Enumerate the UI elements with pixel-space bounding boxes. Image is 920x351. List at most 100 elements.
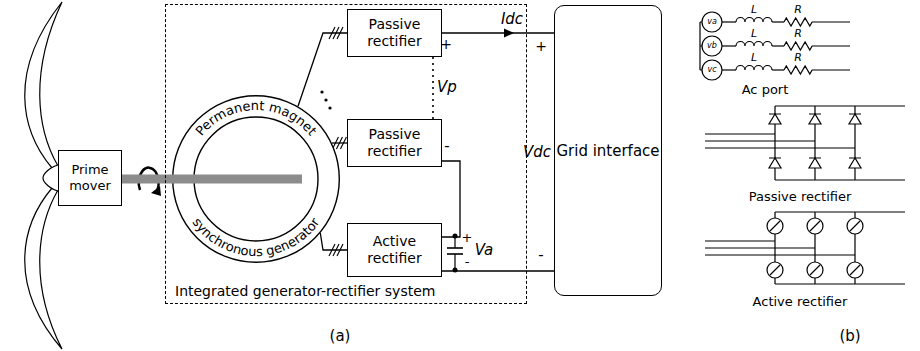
connector	[298, 27, 347, 106]
source-label: vb	[707, 42, 717, 50]
wire	[722, 21, 736, 22]
diode-bar	[769, 114, 861, 158]
three-phase-mark	[337, 244, 343, 256]
source-label: va	[707, 18, 717, 26]
group-label: Integrated generator-rectifier system	[175, 283, 435, 300]
panel-label: (b)	[839, 329, 860, 344]
wire	[772, 21, 784, 22]
connector-line	[442, 270, 554, 271]
generator-ring: Permanent magnet synchronous generator	[172, 95, 340, 263]
prime-mover-box: Prime mover	[58, 150, 122, 206]
node-label: Passive rectifier	[348, 16, 441, 50]
inductor-symbol	[736, 42, 772, 47]
switch-slash	[770, 221, 860, 275]
polarity-sign: +	[440, 37, 452, 51]
input-wire	[705, 147, 855, 148]
continuation-dot	[320, 90, 323, 93]
connector	[442, 161, 460, 237]
connector	[442, 29, 554, 38]
bridge-leg	[775, 212, 855, 284]
panel-label: (a)	[330, 329, 351, 344]
continuation-dot	[328, 106, 331, 109]
resistor-symbol	[784, 18, 812, 26]
polarity-sign: -	[444, 139, 449, 154]
generator-label: synchronous generator	[190, 214, 323, 259]
bridge-leg	[775, 106, 855, 180]
source-label: vc	[707, 66, 716, 74]
diode-symbol	[769, 114, 781, 124]
turbine-blade	[25, 188, 62, 349]
system-boundary: Integrated generator-rectifier system Per…	[165, 4, 527, 304]
connector	[442, 271, 554, 272]
wire	[812, 21, 850, 22]
wire	[812, 69, 850, 70]
polarity-sign: +	[535, 39, 547, 53]
stator-outline	[173, 96, 340, 263]
grid-interface-box: Grid interface	[554, 5, 662, 296]
diode-symbol	[809, 114, 821, 124]
three-phase-mark	[337, 27, 343, 39]
inductor-label: L	[751, 52, 757, 63]
continuation-dot	[324, 98, 327, 101]
generator-label: Permanent magnet	[192, 98, 319, 139]
current-label: Idc	[499, 12, 525, 27]
input-wire	[705, 240, 775, 241]
polarity-sign: -	[538, 248, 543, 263]
resistor-label: R	[794, 28, 802, 39]
three-phase-mark	[340, 137, 346, 149]
diode-symbol	[769, 158, 781, 168]
polarity-sign: +	[462, 231, 473, 244]
voltage-source-symbol	[702, 12, 722, 32]
ring-text: synchronous generator	[190, 214, 323, 259]
input-wire	[705, 140, 815, 141]
polarity-sign: -	[465, 255, 470, 268]
dc-rail	[775, 283, 905, 284]
turbine-blade	[25, 2, 62, 168]
wire	[812, 45, 850, 46]
connector-line	[298, 33, 347, 106]
dc-rail	[775, 211, 905, 212]
rectifier-box: Passive rectifier	[347, 119, 442, 167]
node-label: Prime mover	[59, 162, 121, 193]
junction-dot	[453, 234, 458, 239]
voltage-label: Vp	[437, 80, 457, 95]
diode-symbol	[849, 114, 861, 124]
connector-line	[442, 32, 554, 33]
input-wire	[705, 133, 775, 134]
connector	[320, 233, 347, 256]
resistor-symbol	[784, 42, 812, 50]
rectifier-box: Active rectifier	[347, 223, 442, 277]
node-label: Passive rectifier	[348, 126, 441, 160]
voltage-label: Va	[475, 243, 494, 258]
voltage-source-symbol	[702, 60, 722, 80]
resistor-label: R	[794, 4, 802, 15]
inductor-label: L	[751, 4, 757, 15]
resistor-label: R	[794, 52, 802, 63]
inductor-label: L	[751, 28, 757, 39]
wire	[772, 69, 784, 70]
wire	[722, 45, 736, 46]
arrowhead	[504, 29, 514, 38]
generator-symbol: Permanent magnet synchronous generator	[172, 95, 340, 263]
inductor-symbol	[736, 66, 772, 71]
input-wire	[705, 254, 855, 255]
connector	[332, 137, 347, 149]
diode-symbol	[809, 158, 821, 168]
part-caption: Active rectifier	[753, 295, 848, 308]
junction-dot	[453, 268, 458, 273]
resistor-symbol	[784, 66, 812, 74]
voltage-source-symbol	[702, 36, 722, 56]
wire	[722, 69, 736, 70]
dc-rail	[775, 105, 905, 106]
part-caption: Passive rectifier	[749, 190, 852, 203]
voltage-label: Vdc	[523, 145, 551, 160]
input-wire	[705, 247, 815, 248]
node-label: Grid interface	[556, 142, 659, 160]
node-label: Active rectifier	[348, 233, 441, 267]
rectifier-box: Passive rectifier	[347, 9, 442, 57]
wire	[772, 45, 784, 46]
part-caption: Ac port	[742, 83, 789, 96]
connector-line	[432, 57, 434, 119]
rotation-arrowhead	[151, 186, 161, 196]
